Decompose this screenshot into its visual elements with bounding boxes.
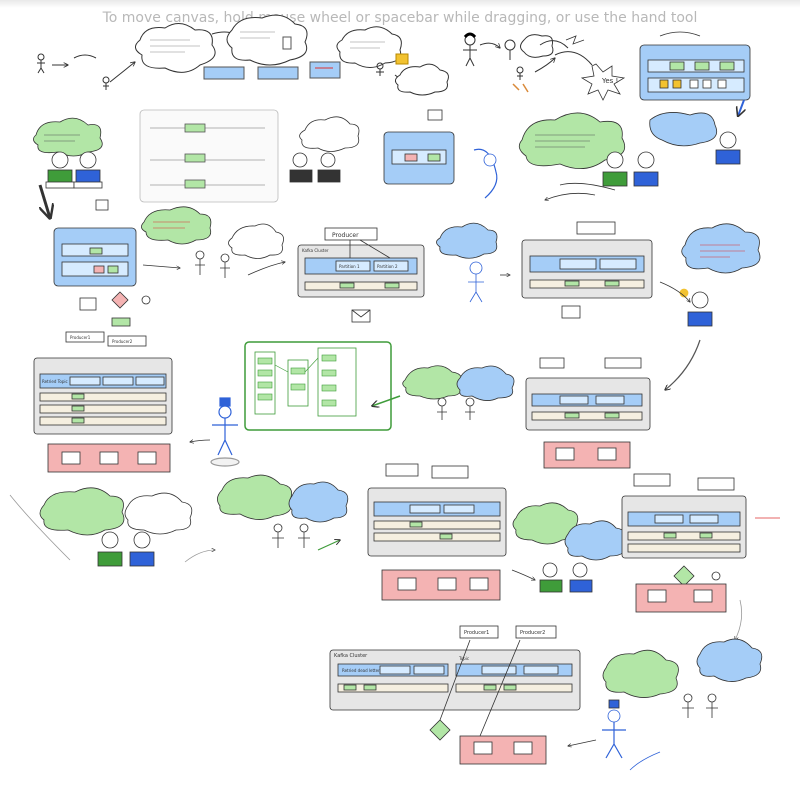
row3-right-person: [659, 223, 761, 390]
kafka-cluster-label-7: Kafka Cluster: [334, 653, 368, 659]
row3-mid-cloud: [436, 222, 511, 303]
kafka-cluster-diagram-3: Producer1 Producer2 Retried Topic: [33, 331, 173, 473]
row5-right-team: [511, 502, 627, 593]
producer2-label-7: Producer2: [520, 630, 545, 636]
row1-intro-flow: [37, 14, 593, 96]
kafka-cluster-diagram-6: [621, 473, 780, 640]
diagram-top-right-kafka: [639, 31, 751, 116]
topic-label-7: Topic: [458, 656, 469, 661]
yes-exclaim-label: Yes !: [601, 77, 618, 85]
row6-right-group: [568, 638, 763, 771]
kafka-cluster-label-1: Kafka Cluster: [302, 248, 329, 253]
partition2-label-1: Partition 2: [377, 264, 398, 269]
row2-left-team: [33, 117, 103, 218]
yes-burst: Yes !: [580, 63, 626, 101]
message-delivery-semantics-board: [139, 109, 279, 203]
row5-left-team: [9, 487, 215, 567]
kafka-cluster-diagram-4: [525, 357, 651, 469]
beyond-scribble: [565, 35, 585, 45]
row2-right-cloud: [518, 112, 741, 200]
retried-dead-letter-label: Retried dead letter: [342, 668, 380, 673]
row2-mid-people: [289, 109, 498, 199]
kafka-cluster-diagram-7: Producer1 Producer2 Kafka Cluster Retrie…: [329, 625, 581, 765]
row4-mid-clouds: [402, 365, 515, 420]
canvas-top-fade: [0, 0, 800, 8]
producer2-label-3: Producer2: [112, 339, 133, 344]
row4-blue-figure: [190, 397, 240, 467]
big-green-flow-board: [244, 341, 401, 431]
kafka-cluster-diagram-2: [521, 221, 653, 319]
kafka-cluster-diagram-5: [367, 463, 507, 601]
row3-clouds: [141, 206, 285, 278]
row5-mid-group: [217, 474, 349, 551]
kafka-cluster-diagram-1: Producer Kafka Cluster Partition 1 Parti…: [297, 227, 425, 323]
producer1-label-3: Producer1: [70, 335, 91, 340]
partition1-label-1: Partition 1: [339, 264, 360, 269]
producer-label-1: Producer: [332, 232, 359, 239]
row3-left-kafka: [53, 199, 151, 327]
producer1-label-7: Producer1: [464, 630, 489, 636]
retried-topic-label-3: Retried Topic: [42, 379, 68, 384]
